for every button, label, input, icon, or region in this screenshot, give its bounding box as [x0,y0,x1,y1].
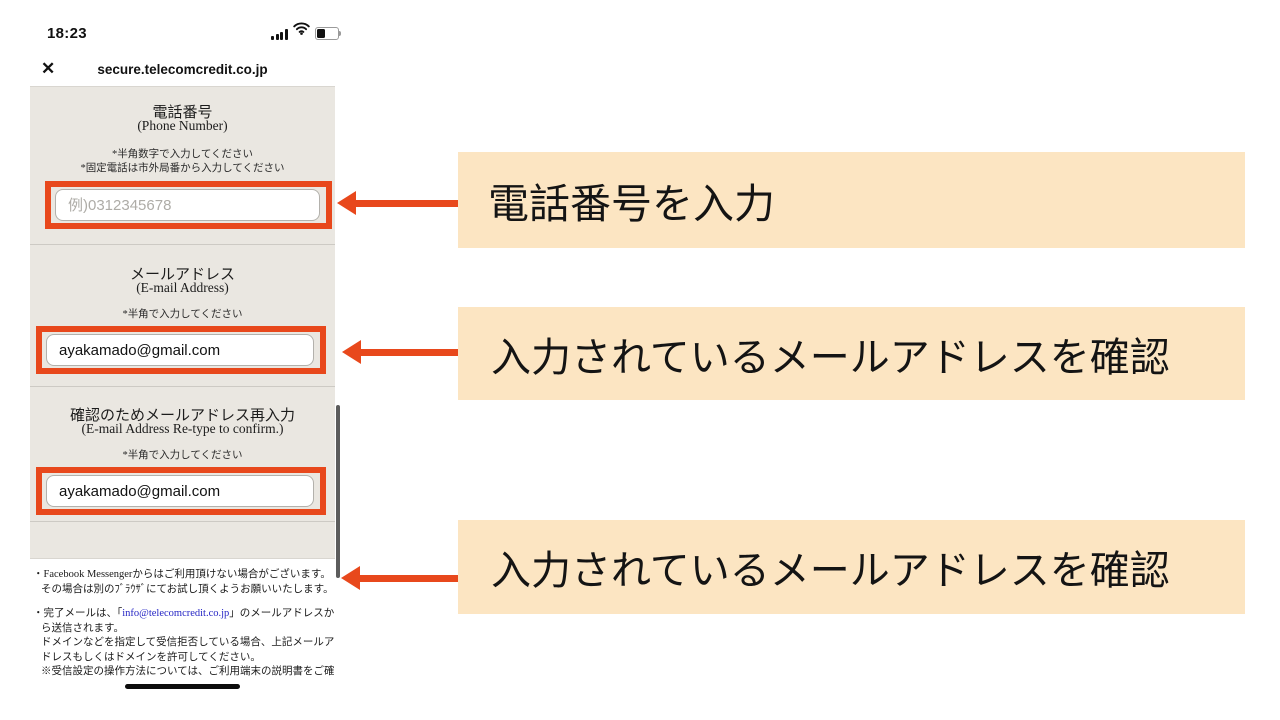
scrollbar[interactable] [336,405,340,578]
annotation-email-confirm: 入力されているメールアドレスを確認 [458,520,1245,614]
annotation-phone: 電話番号を入力 [458,152,1245,248]
footnote-line: その場合は別のﾌﾞﾗｳｻﾞにてお試し頂くようお願いいたします。 [41,583,334,595]
section-divider [30,386,335,387]
footnotes: ・Facebook Messengerからはご利用頂けない場合がございます。 そ… [33,568,337,680]
email-confirm-input[interactable] [46,475,314,507]
close-icon[interactable]: ✕ [41,59,56,78]
footnote-line: ドレスもしくはドメインを許可してください。 [41,651,261,663]
arrow-left-icon [342,340,458,364]
home-indicator [125,684,240,689]
email-input[interactable] [46,334,314,366]
phone-input[interactable] [55,189,320,221]
phone-field-note-2: *固定電話は市外局番から入力してください [80,163,285,174]
footnote-line: ドメインなどを指定して受信拒否している場合、上記メールア [41,637,335,648]
annotation-email: 入力されているメールアドレスを確認 [458,307,1245,400]
status-bar-icons [271,22,341,40]
email-link[interactable]: info@telecomcredit.co.jp [122,608,230,619]
battery-icon [314,27,341,40]
phone-field-label-ja: 電話番号 [152,105,213,121]
email-field-label-en: (E-mail Address) [136,280,229,295]
wifi-icon [292,22,310,40]
phone-field-label-en: (Phone Number) [137,118,228,133]
email-confirm-note: *半角で入力してください [122,450,243,461]
email-confirm-label-ja: 確認のためメールアドレス再入力 [69,408,295,424]
footnote-line: ・Facebook Messengerからはご利用頂けない場合がございます。 [33,569,331,580]
annotation-label: 電話番号を入力 [488,181,775,227]
highlight-box-phone [45,181,332,229]
arrow-left-icon [337,191,458,215]
cellular-signal-icon [271,29,288,40]
section-divider [30,521,335,522]
highlight-box-email [36,326,326,374]
arrow-left-icon [341,566,458,590]
section-divider [30,244,335,245]
email-confirm-label-en: (E-mail Address Re-type to confirm.) [81,421,284,436]
address-bar[interactable]: secure.telecomcredit.co.jp [30,61,335,79]
highlight-box-email-confirm [36,467,326,515]
footnote-line: ら送信されます。 [41,622,124,634]
status-bar-time: 18:23 [47,25,87,42]
address-bar-url: secure.telecomcredit.co.jp [97,62,268,77]
email-field-label-ja: メールアドレス [129,267,235,283]
annotation-label: 入力されているメールアドレスを確認 [491,549,1170,593]
annotation-label: 入力されているメールアドレスを確認 [491,335,1170,380]
footnote-line: ・完了メールは、「info@telecomcredit.co.jp」のメールアド… [33,608,335,619]
payment-form-panel: 電話番号 (Phone Number) *半角数字で入力してください *固定電話… [30,86,335,559]
email-field-note: *半角で入力してください [122,309,243,320]
phone-field-note-1: *半角数字で入力してください [111,149,254,160]
footnote-line: ※受信設定の操作方法については、ご利用端末の説明書をご確 [41,666,335,677]
